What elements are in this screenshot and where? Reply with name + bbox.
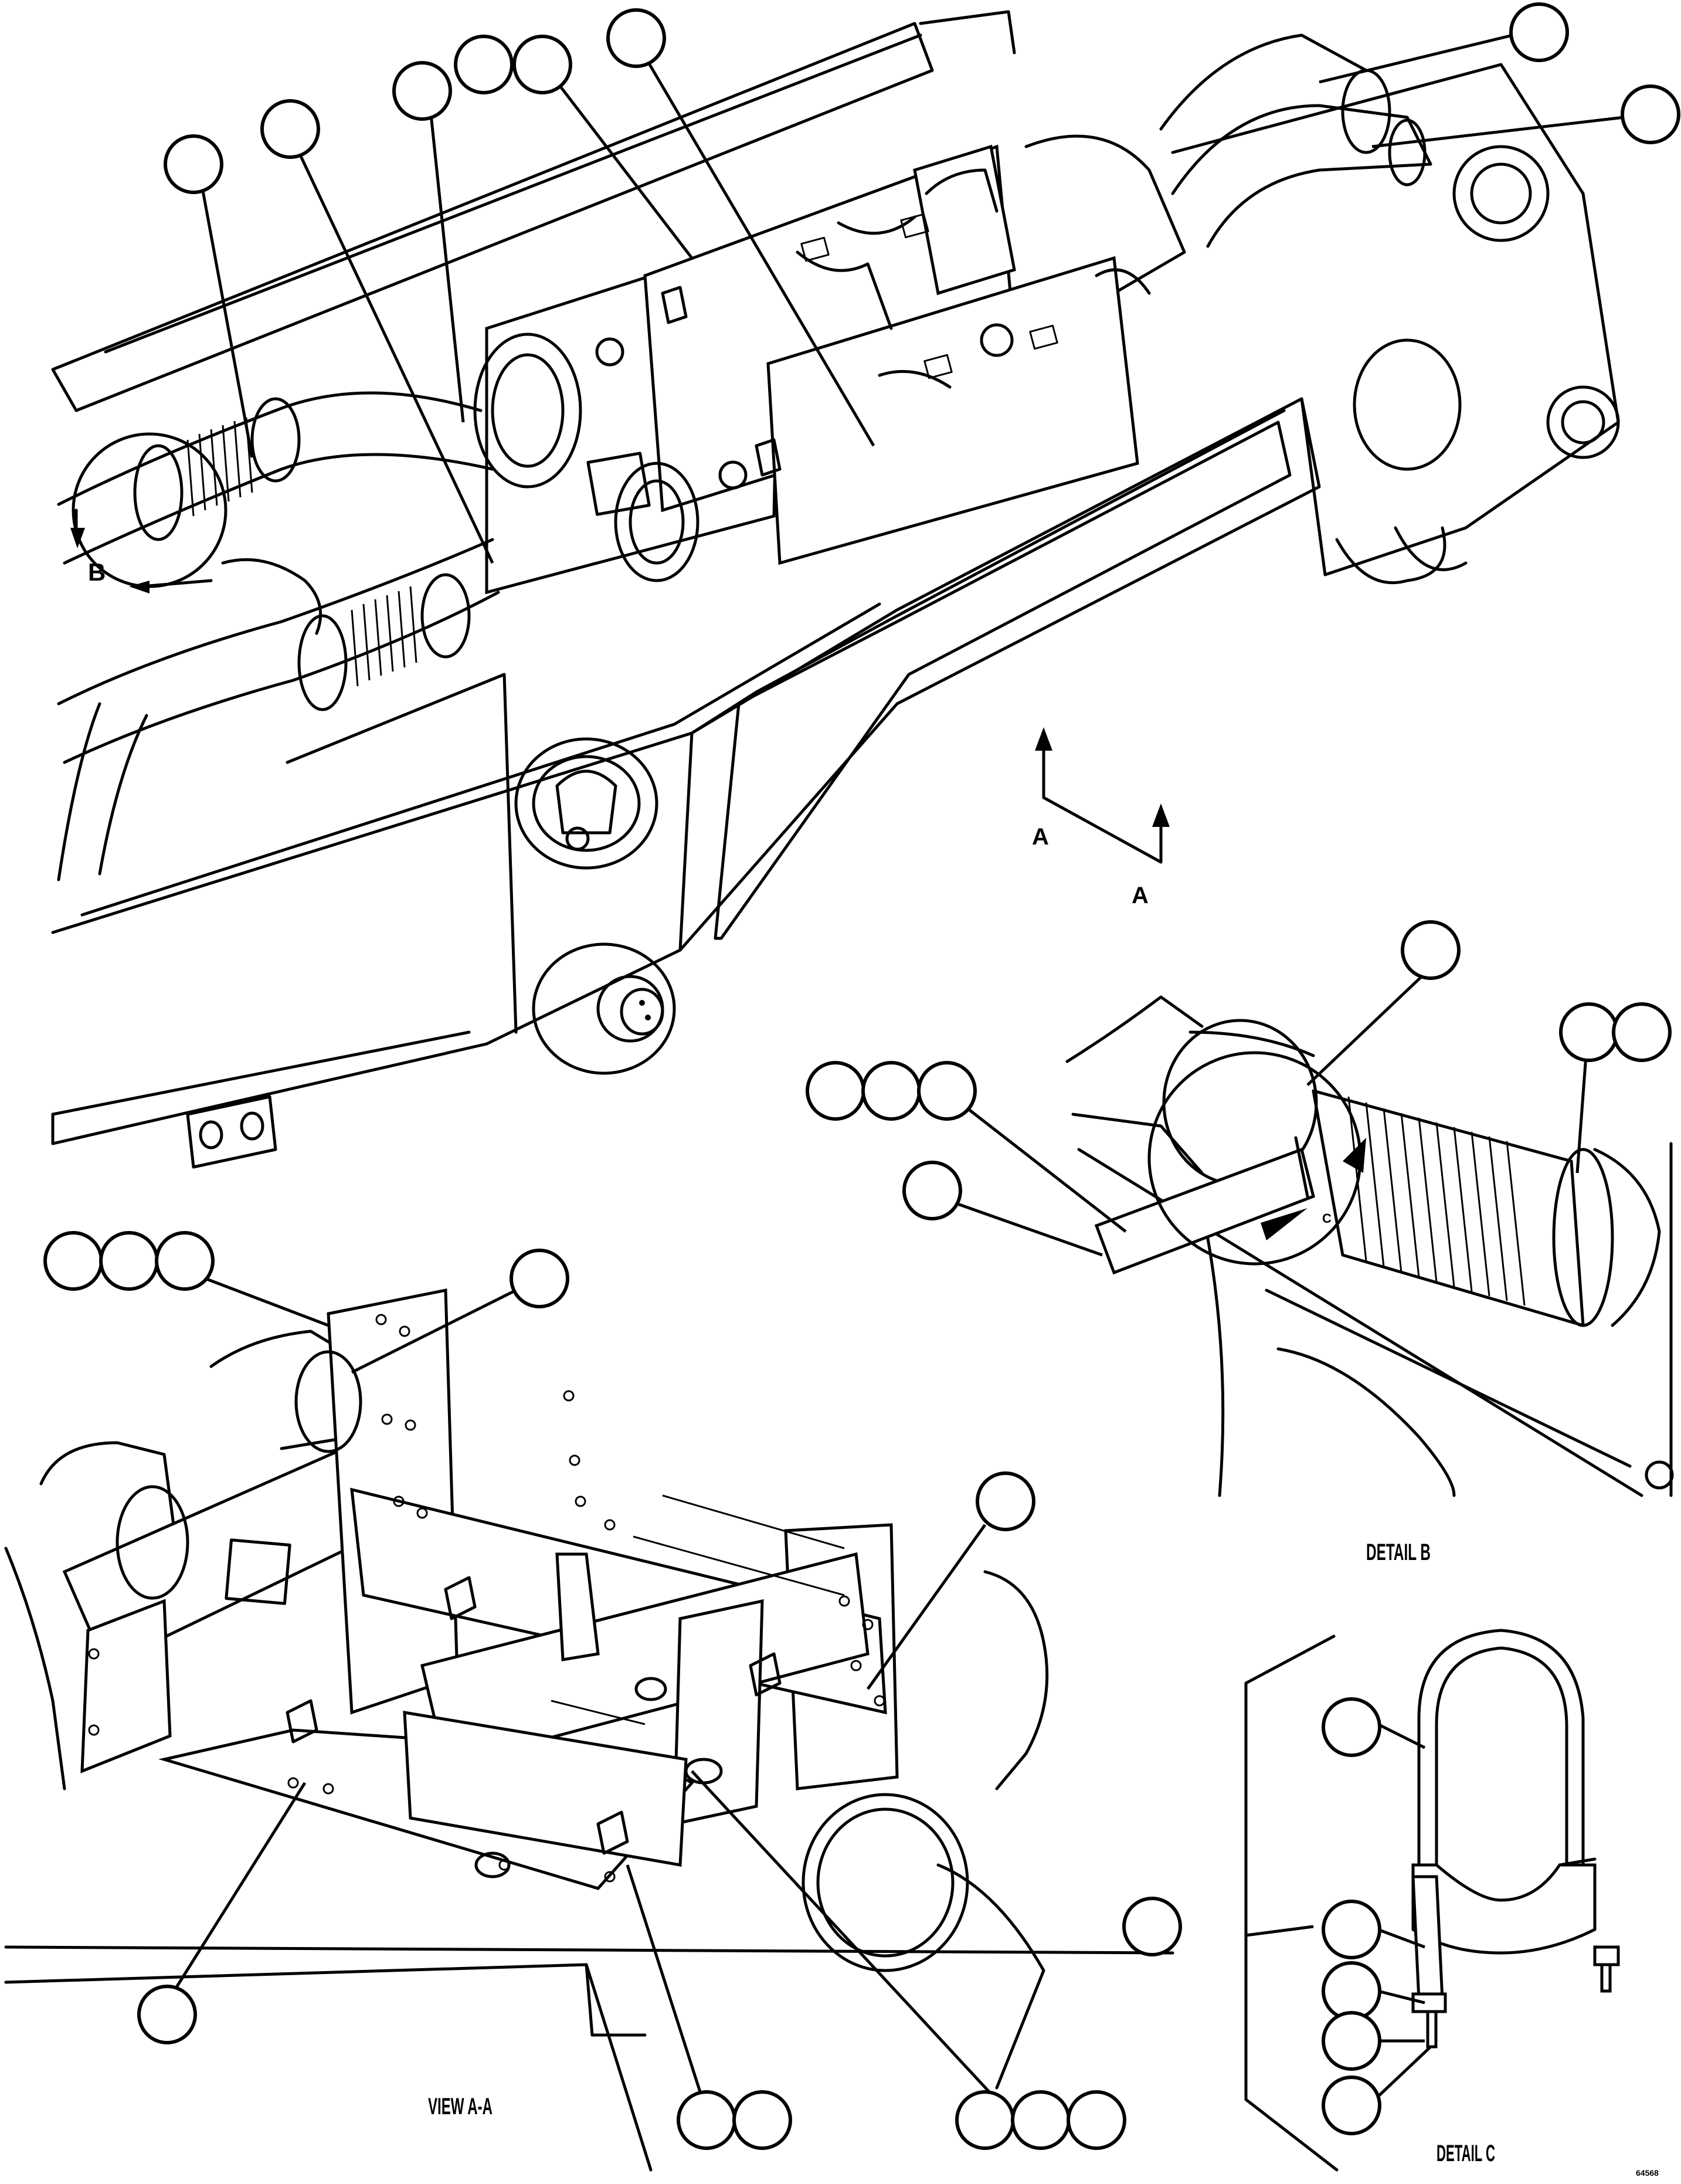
callout-bubble (1011, 2090, 1071, 2150)
upper-bellows (186, 417, 253, 517)
detail-c-marker: C (1322, 1211, 1332, 1226)
callout-bubble (732, 2090, 792, 2150)
detail-b-label: DETAIL B (1366, 1539, 1431, 1565)
lower-bellows (351, 586, 417, 687)
section-marker-a-left: A (1032, 824, 1049, 850)
callout-bubble (806, 1061, 865, 1121)
callout-bubble (1322, 1900, 1381, 1959)
callout-bubble (861, 1061, 921, 1121)
detail-b-marker: B (88, 558, 106, 586)
callout-bubble (1322, 2011, 1381, 2071)
callout-bubble (512, 35, 572, 94)
detail-c-label: DETAIL C (1437, 2141, 1495, 2166)
main-frame-view: B A A (51, 10, 1620, 1169)
detail-c-callouts (1122, 1697, 1432, 2135)
callout-bubble (677, 2090, 736, 2150)
callout-bubble (454, 35, 514, 94)
callout-bubble (392, 61, 452, 121)
detail-b-callouts (806, 920, 1672, 1257)
callout-bubble (164, 134, 223, 194)
main-view-callouts (164, 2, 1680, 564)
callout-bubble (1322, 1697, 1381, 1757)
callout-bubble (1612, 1002, 1672, 1062)
view-aa: VIEW A-A (4, 1288, 1174, 2172)
callout-bubble (955, 2090, 1015, 2150)
callout-bubble (510, 1249, 569, 1308)
detail-b-view: C DETAIL B (1065, 995, 1674, 1565)
callout-bubble (1401, 920, 1461, 980)
callout-bubble (606, 8, 666, 68)
frame-holes (88, 1314, 885, 1883)
detail-b-bellows (1347, 1096, 1526, 1306)
callout-bubble (260, 99, 320, 159)
callout-bubble (1067, 2090, 1126, 2150)
callout-bubble (1559, 1002, 1619, 1062)
callout-bubble (1621, 84, 1680, 144)
detail-c-view: DETAIL C (1244, 1629, 1620, 2172)
callout-bubble (43, 1231, 103, 1291)
callout-bubble (917, 1061, 977, 1121)
callout-bubble (155, 1231, 215, 1291)
callout-bubble (1509, 2, 1569, 62)
view-aa-callouts (43, 1231, 1126, 2150)
callout-bubble (1322, 2076, 1381, 2135)
illustration-ref-id: 64568 (1636, 2168, 1659, 2178)
section-marker-a-right: A (1132, 883, 1149, 908)
callout-bubble (1122, 1897, 1182, 1956)
callout-bubble (1322, 1961, 1381, 2021)
callout-bubble (137, 1985, 197, 2044)
callout-bubble (99, 1231, 159, 1291)
callout-bubble (976, 1471, 1035, 1531)
callout-bubble (902, 1161, 962, 1220)
view-aa-label: VIEW A-A (428, 2094, 493, 2119)
